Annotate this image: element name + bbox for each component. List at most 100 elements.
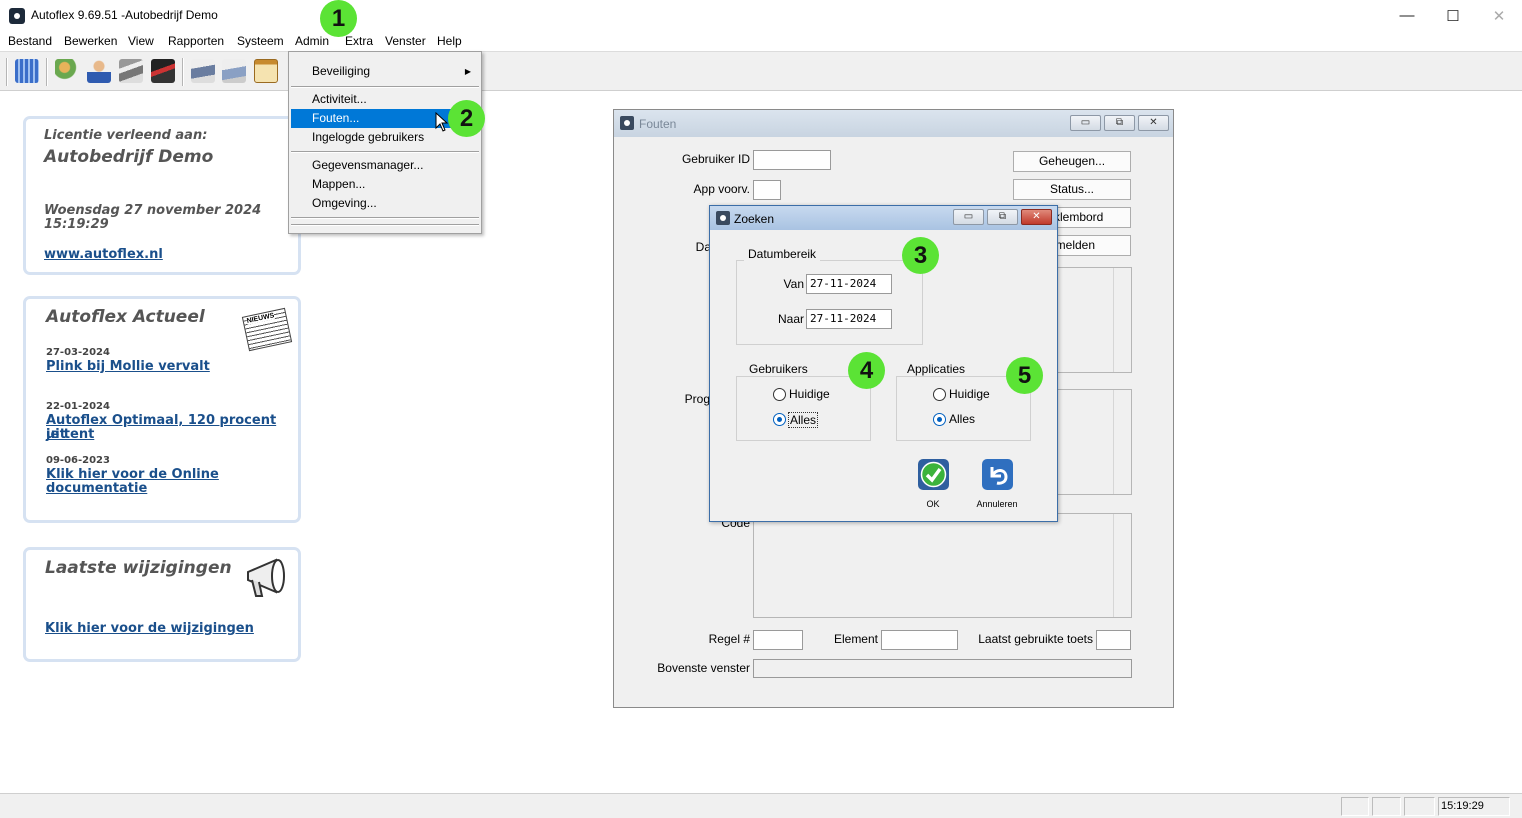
menu-bar: Bestand Bewerken View Rapporten Systeem … <box>0 31 1522 51</box>
vehicle-icon[interactable] <box>191 59 215 83</box>
regel-field[interactable] <box>753 630 803 650</box>
news-link[interactable]: Autoflex Optimaal, 120 procent uit <box>46 413 277 442</box>
datumbereik-group <box>736 260 923 345</box>
user-icon[interactable] <box>87 59 111 83</box>
changes-link[interactable]: Klik hier voor de wijzigingen <box>45 621 254 636</box>
users-icon[interactable] <box>55 59 79 83</box>
vehicle2-icon[interactable] <box>222 59 246 83</box>
menu-bewerken[interactable]: Bewerken <box>64 34 118 48</box>
menu-item-gegevensmanager[interactable]: Gegevensmanager... <box>312 158 424 172</box>
megaphone-icon <box>242 556 292 600</box>
fouten-titlebar: Fouten ▭ ⧉ ✕ <box>614 110 1173 137</box>
restore-button[interactable]: ⧉ <box>987 209 1018 225</box>
app-icon <box>620 116 634 130</box>
minimize-button[interactable]: ▭ <box>1070 115 1101 131</box>
news-date: 27-03-2024 <box>46 347 110 358</box>
menu-item-label: Beveiliging <box>312 64 371 78</box>
title-bar: Autoflex 9.69.51 -Autobedrijf Demo — ☐ ✕ <box>0 0 1522 31</box>
menu-item-omgeving[interactable]: Omgeving... <box>312 196 377 210</box>
status-cell <box>1404 797 1435 816</box>
gebruikers-alles-radio[interactable] <box>773 413 786 426</box>
app-icon <box>716 211 730 225</box>
window-title: Autoflex 9.69.51 -Autobedrijf Demo <box>31 8 218 22</box>
gebruikers-huidige-radio[interactable] <box>773 388 786 401</box>
bovenste-field[interactable] <box>753 659 1132 678</box>
zoeken-title: Zoeken <box>734 212 775 226</box>
menu-item-beveiliging[interactable]: Beveiliging ▶ <box>291 62 479 81</box>
ok-button[interactable] <box>918 459 949 490</box>
toolbar <box>0 51 1522 91</box>
close-button[interactable]: ✕ <box>1492 7 1506 25</box>
applicaties-alles-radio[interactable] <box>933 413 946 426</box>
news-link-cont[interactable]: je tent <box>46 427 95 442</box>
prog-label: Prog <box>684 392 710 406</box>
geheugen-button[interactable]: Geheugen... <box>1013 151 1131 172</box>
menu-admin[interactable]: Admin <box>295 34 330 48</box>
step-badge-3: 3 <box>902 237 939 274</box>
annuleren-button[interactable] <box>982 459 1013 490</box>
menu-extra[interactable]: Extra <box>345 34 374 48</box>
news-card: Autoflex Actueel NIEUWS 27-03-2024 Plink… <box>23 296 301 523</box>
license-date: Woensdag 27 november 2024 <box>44 203 262 218</box>
menu-help[interactable]: Help <box>437 34 462 48</box>
applicaties-group <box>896 376 1031 441</box>
news-title: Autoflex Actueel <box>46 307 205 327</box>
naar-date-field[interactable]: 27-11-2024 <box>806 309 892 329</box>
code-textarea[interactable] <box>753 513 1132 618</box>
element-field[interactable] <box>881 630 958 650</box>
datumbereik-title: Datumbereik <box>744 247 821 261</box>
changes-title: Laatste wijzigingen <box>45 558 232 578</box>
status-cell <box>1341 797 1369 816</box>
close-button[interactable]: ✕ <box>1138 115 1169 131</box>
close-button[interactable]: ✕ <box>1021 209 1052 225</box>
menu-separator <box>291 224 479 226</box>
applicaties-huidige-label: Huidige <box>949 387 990 401</box>
menu-item-mappen[interactable]: Mappen... <box>312 177 366 191</box>
status-time: 15:19:29 <box>1438 797 1510 816</box>
cars-icon[interactable] <box>119 59 143 83</box>
license-company: Autobedrijf Demo <box>44 147 214 167</box>
gebruikers-alles-label: Alles <box>788 412 819 428</box>
minimize-button[interactable]: ▭ <box>953 209 984 225</box>
license-time: 15:19:29 <box>44 217 109 232</box>
minimize-button[interactable]: — <box>1399 7 1415 24</box>
submenu-arrow-icon: ▶ <box>464 67 471 76</box>
status-button[interactable]: Status... <box>1013 179 1131 200</box>
laatst-label: Laatst gebruikte toets <box>978 632 1093 646</box>
maximize-button[interactable]: ☐ <box>1446 7 1460 25</box>
checkmark-icon <box>920 461 947 488</box>
restore-button[interactable]: ⧉ <box>1104 115 1135 131</box>
news-link[interactable]: Plink bij Mollie vervalt <box>46 359 210 374</box>
autoflex-website-link[interactable]: www.autoflex.nl <box>44 247 163 262</box>
menu-view[interactable]: View <box>128 34 154 48</box>
van-date-field[interactable]: 27-11-2024 <box>806 274 892 294</box>
menu-item-activiteit[interactable]: Activiteit... <box>312 92 367 106</box>
license-heading: Licentie verleend aan: <box>44 128 208 143</box>
status-cell <box>1372 797 1401 816</box>
gebruiker-id-field[interactable] <box>753 150 831 170</box>
status-bar: 15:19:29 <box>0 793 1522 818</box>
ok-label: OK <box>926 499 940 509</box>
admin-dropdown-menu: Beveiliging ▶ Activiteit... Fouten... In… <box>288 51 482 234</box>
da-label: Da <box>695 240 711 254</box>
zoeken-titlebar: Zoeken ▭ ⧉ ✕ <box>710 206 1057 230</box>
menu-item-fouten[interactable]: Fouten... <box>291 109 479 128</box>
calendar-icon[interactable] <box>15 59 39 83</box>
menu-rapporten[interactable]: Rapporten <box>168 34 225 48</box>
step-badge-5: 5 <box>1006 357 1043 394</box>
menu-systeem[interactable]: Systeem <box>237 34 284 48</box>
app-voorv-field[interactable] <box>753 180 781 200</box>
menu-item-ingelogde-gebruikers[interactable]: Ingelogde gebruikers <box>312 130 425 144</box>
undo-icon <box>990 467 1008 485</box>
fouten-title: Fouten <box>639 117 677 131</box>
parts-icon[interactable] <box>151 59 175 83</box>
van-label: Van <box>783 277 804 291</box>
documentation-link[interactable]: Klik hier voor de Online <box>46 467 219 482</box>
menu-bestand[interactable]: Bestand <box>8 34 53 48</box>
toolbar-separator <box>182 58 184 86</box>
applicaties-huidige-radio[interactable] <box>933 388 946 401</box>
clipboard-icon[interactable] <box>254 59 278 83</box>
menu-venster[interactable]: Venster <box>385 34 426 48</box>
laatst-field[interactable] <box>1096 630 1131 650</box>
documentation-link-cont[interactable]: documentatie <box>46 481 148 496</box>
